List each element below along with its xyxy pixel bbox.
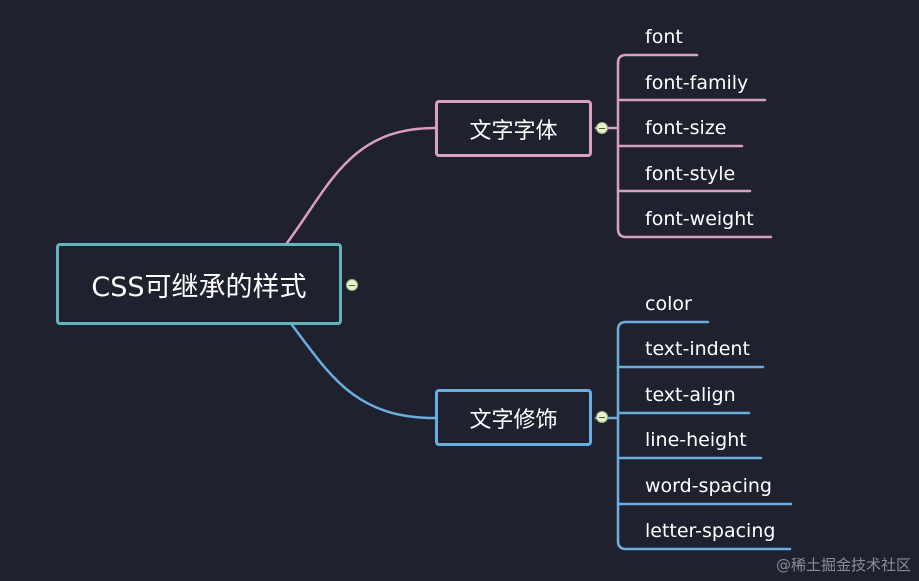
leaf-underline bbox=[616, 539, 792, 551]
watermark-text: @稀土掘金技术社区 bbox=[775, 556, 911, 574]
leaf-underline bbox=[616, 227, 773, 239]
root-topic-label: CSS可继承的样式 bbox=[91, 271, 307, 303]
leaf-topic[interactable]: text-align bbox=[645, 384, 736, 406]
branch-topic-label: 文字字体 bbox=[469, 118, 558, 144]
leaf-topic[interactable]: line-height bbox=[645, 429, 747, 451]
leaf-topic[interactable]: font-family bbox=[645, 72, 749, 94]
branch-font-collapse-icon[interactable] bbox=[596, 122, 608, 134]
leaf-topic[interactable]: color bbox=[645, 293, 692, 315]
root-topic[interactable]: CSS可继承的样式 bbox=[56, 243, 342, 325]
branch-topic-decoration[interactable]: 文字修饰 bbox=[435, 389, 592, 446]
branch-topic-label: 文字修饰 bbox=[469, 407, 558, 433]
leaf-underline bbox=[616, 53, 699, 65]
branch-topic-font[interactable]: 文字字体 bbox=[435, 100, 592, 157]
leaf-topic[interactable]: font-weight bbox=[645, 208, 754, 230]
root-to-decoration-connector bbox=[290, 323, 437, 420]
leaf-topic[interactable]: font bbox=[645, 26, 683, 48]
leaf-topic[interactable]: letter-spacing bbox=[645, 520, 776, 542]
branch-decoration-collapse-icon[interactable] bbox=[596, 411, 608, 423]
leaf-topic[interactable]: font-style bbox=[645, 163, 736, 185]
root-to-font-connector bbox=[285, 126, 437, 245]
root-collapse-icon[interactable] bbox=[346, 279, 358, 291]
leaf-topic[interactable]: font-size bbox=[645, 117, 727, 139]
leaf-topic[interactable]: text-indent bbox=[645, 338, 750, 360]
leaf-underline bbox=[616, 320, 710, 332]
leaf-topic[interactable]: word-spacing bbox=[645, 475, 772, 497]
